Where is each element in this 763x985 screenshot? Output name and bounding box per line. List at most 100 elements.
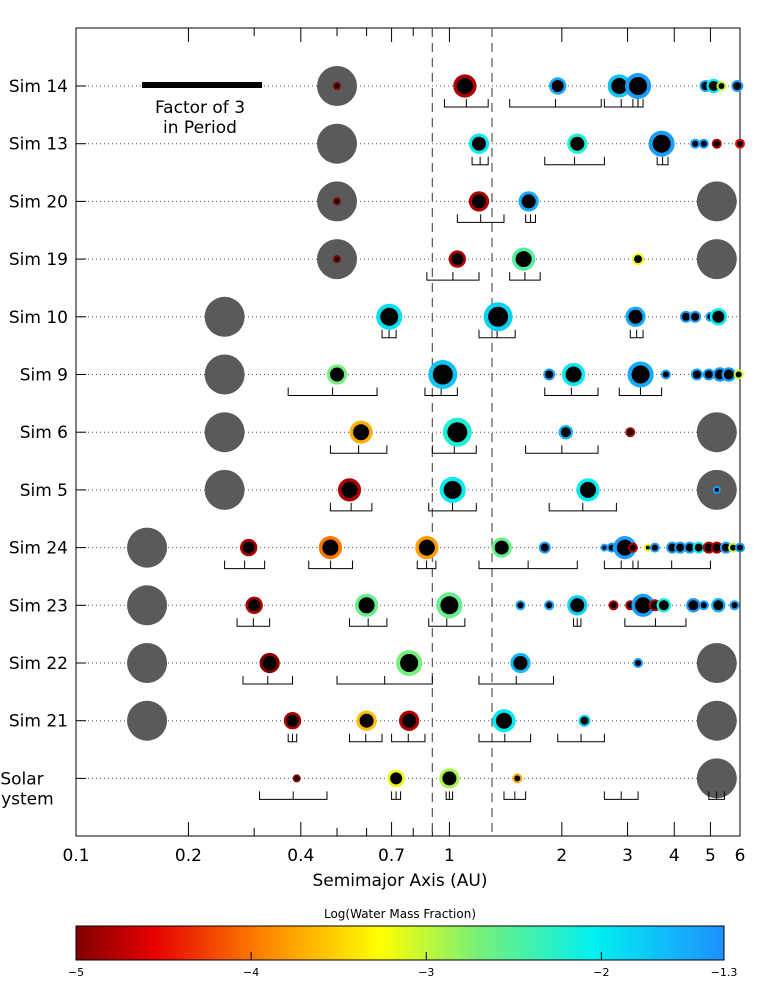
colorbar — [75, 925, 725, 961]
row-label: Solar — [0, 769, 43, 789]
resonance-bracket — [426, 272, 480, 281]
planet-core — [380, 307, 399, 326]
period-note-line1: Factor of 3 — [155, 98, 245, 118]
planet-core — [704, 370, 713, 379]
planet-core — [494, 540, 509, 555]
planet-core — [551, 80, 564, 92]
planet-core — [447, 422, 468, 443]
planet-core — [402, 713, 417, 728]
resonance-bracket — [503, 791, 527, 800]
row-label: Sim 21 — [9, 712, 68, 732]
planet-core — [579, 481, 596, 498]
planet-core — [358, 597, 375, 614]
planet-core — [611, 78, 628, 94]
resonance-bracket — [329, 445, 388, 454]
x-tick-label: 6 — [735, 846, 746, 866]
planet-core — [645, 545, 650, 550]
resonance-bracket — [308, 560, 353, 570]
resonance-bracket — [348, 733, 383, 743]
planet-core — [616, 539, 633, 556]
row-sim-23: Sim 23 — [9, 585, 740, 627]
row-sim-5: Sim 5 — [20, 469, 740, 512]
row-sim-21: Sim 21 — [9, 700, 740, 743]
planet-core — [700, 140, 707, 147]
planet-core — [688, 600, 699, 611]
giant-planet — [204, 412, 245, 453]
x-tick-label: 0.1 — [62, 846, 89, 866]
planet-core — [723, 369, 734, 380]
giant-planet — [204, 354, 245, 395]
planet-core — [692, 140, 699, 147]
resonance-bracket — [509, 272, 541, 281]
resonance-bracket — [525, 445, 599, 454]
planet-core — [521, 194, 536, 209]
planet-core — [400, 654, 419, 672]
planet-core — [718, 83, 725, 89]
planet-core — [513, 656, 528, 670]
resonance-bracket — [391, 791, 402, 800]
planet-core — [262, 656, 277, 670]
resonance-bracket — [287, 387, 378, 396]
planet-core — [443, 480, 462, 499]
resonance-bracket — [557, 733, 605, 743]
resonance-bracket — [329, 502, 373, 512]
resonance-bracket — [381, 329, 397, 339]
planet-core — [610, 602, 617, 609]
planet-core — [456, 78, 473, 94]
resonance-bracket — [656, 156, 669, 166]
planet-core — [570, 136, 585, 151]
resonance-bracket — [224, 560, 266, 570]
planet-core — [517, 602, 524, 609]
resonance-bracket — [242, 676, 294, 685]
planet-core — [335, 84, 340, 88]
resonance-bracket — [348, 618, 388, 627]
planet-core — [733, 82, 742, 90]
resonance-bracket — [428, 618, 466, 627]
planet-core — [341, 481, 358, 498]
resonance-bracket — [544, 387, 599, 396]
resonance-bracket — [708, 791, 725, 800]
row-label: System — [0, 789, 54, 809]
giant-planet — [127, 585, 168, 626]
planet-core — [712, 310, 725, 323]
planet-core — [629, 544, 636, 551]
planet-core — [565, 366, 582, 383]
resonance-bracket — [258, 791, 328, 800]
x-tick-label: 0.4 — [287, 846, 314, 866]
row-label: Sim 23 — [9, 596, 68, 616]
planet-core — [691, 312, 700, 321]
colorbar-tick-label: −3 — [418, 966, 434, 979]
planet-core — [635, 597, 652, 614]
resonance-bracket — [548, 502, 617, 512]
resonance-bracket — [525, 214, 536, 223]
planet-core — [685, 543, 694, 552]
resonance-bracket — [287, 733, 298, 743]
x-tick-label: 0.2 — [175, 846, 202, 866]
resonance-bracket — [632, 560, 711, 570]
resonance-bracket — [603, 560, 639, 570]
planet-core — [580, 716, 589, 725]
resonance-bracket — [445, 791, 454, 800]
x-tick-label: 4 — [669, 846, 680, 866]
giant-planet — [204, 296, 245, 337]
planet-core — [668, 543, 677, 552]
row-sim-24: Sim 24 — [9, 527, 745, 570]
row-label: Sim 24 — [9, 539, 68, 559]
planet-core — [515, 251, 532, 268]
planet-core — [651, 544, 658, 551]
giant-planet — [696, 758, 737, 799]
resonance-bracket — [431, 445, 477, 454]
planet-core — [540, 543, 549, 552]
planet-core — [335, 199, 340, 204]
planet-core — [432, 364, 453, 385]
planet-core — [545, 370, 554, 379]
planet-core — [330, 367, 345, 382]
planet-core — [704, 543, 713, 552]
row-label: Sim 10 — [9, 308, 68, 328]
planet-core — [635, 660, 642, 666]
x-tick-label: 3 — [622, 846, 633, 866]
planet-core — [294, 776, 299, 781]
resonance-bracket — [456, 214, 505, 223]
planet-core — [708, 81, 719, 91]
